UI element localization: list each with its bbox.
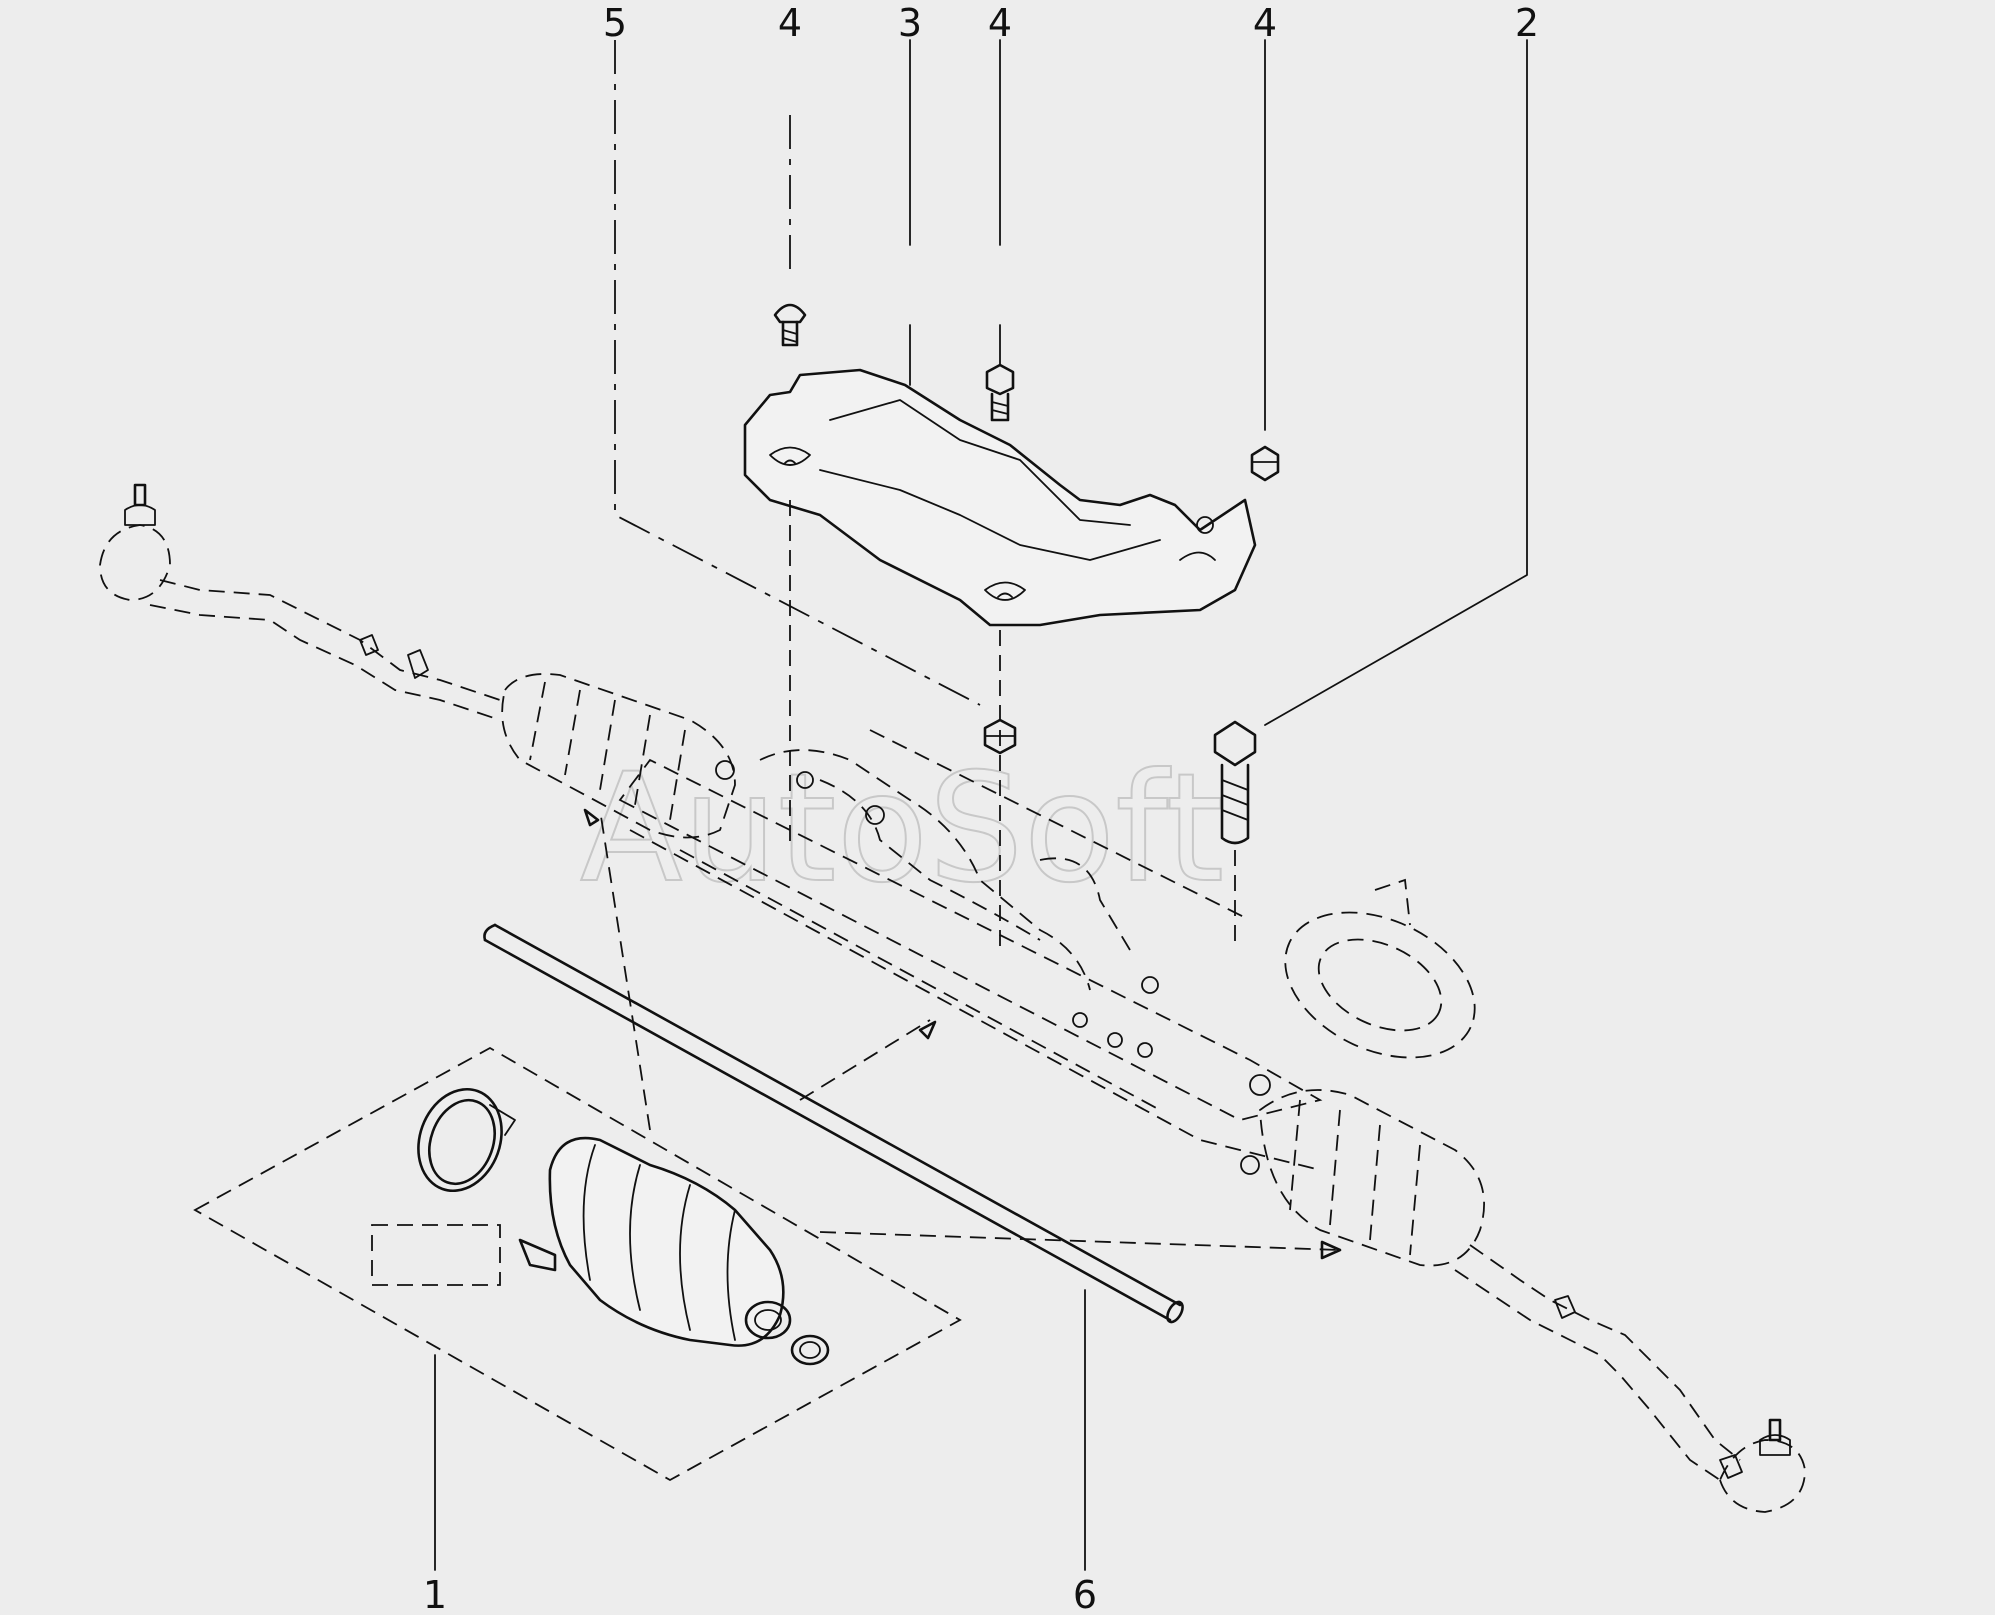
heat-shield-bracket (743, 368, 1257, 627)
callout-4c: 4 (1253, 1, 1277, 45)
callout-labels: 5 4 3 4 4 2 1 6 (423, 1, 1539, 1615)
leader-2 (1264, 39, 1528, 726)
leader-5 (614, 40, 981, 706)
callout-5: 5 (603, 1, 627, 45)
bolt-4b (985, 363, 1015, 422)
nut-4c (1250, 445, 1280, 482)
bolt-4a (773, 303, 807, 347)
callout-3: 3 (898, 1, 922, 45)
tie-rod-left (99, 483, 501, 721)
leader-lines (434, 39, 1528, 1571)
steering-rack (501, 673, 1485, 1267)
callout-4b: 4 (988, 1, 1012, 45)
rod-6 (483, 923, 1184, 1324)
callout-2: 2 (1515, 1, 1539, 45)
watermark: AutoSoft (580, 742, 1224, 916)
alignment-lines (599, 500, 1341, 1251)
callout-6: 6 (1073, 1573, 1097, 1615)
boot-kit-1 (193, 1046, 962, 1482)
callout-4a: 4 (778, 1, 802, 45)
callout-1: 1 (423, 1573, 447, 1615)
bolt-2 (1213, 720, 1257, 845)
tie-rod-right (1454, 1244, 1806, 1513)
